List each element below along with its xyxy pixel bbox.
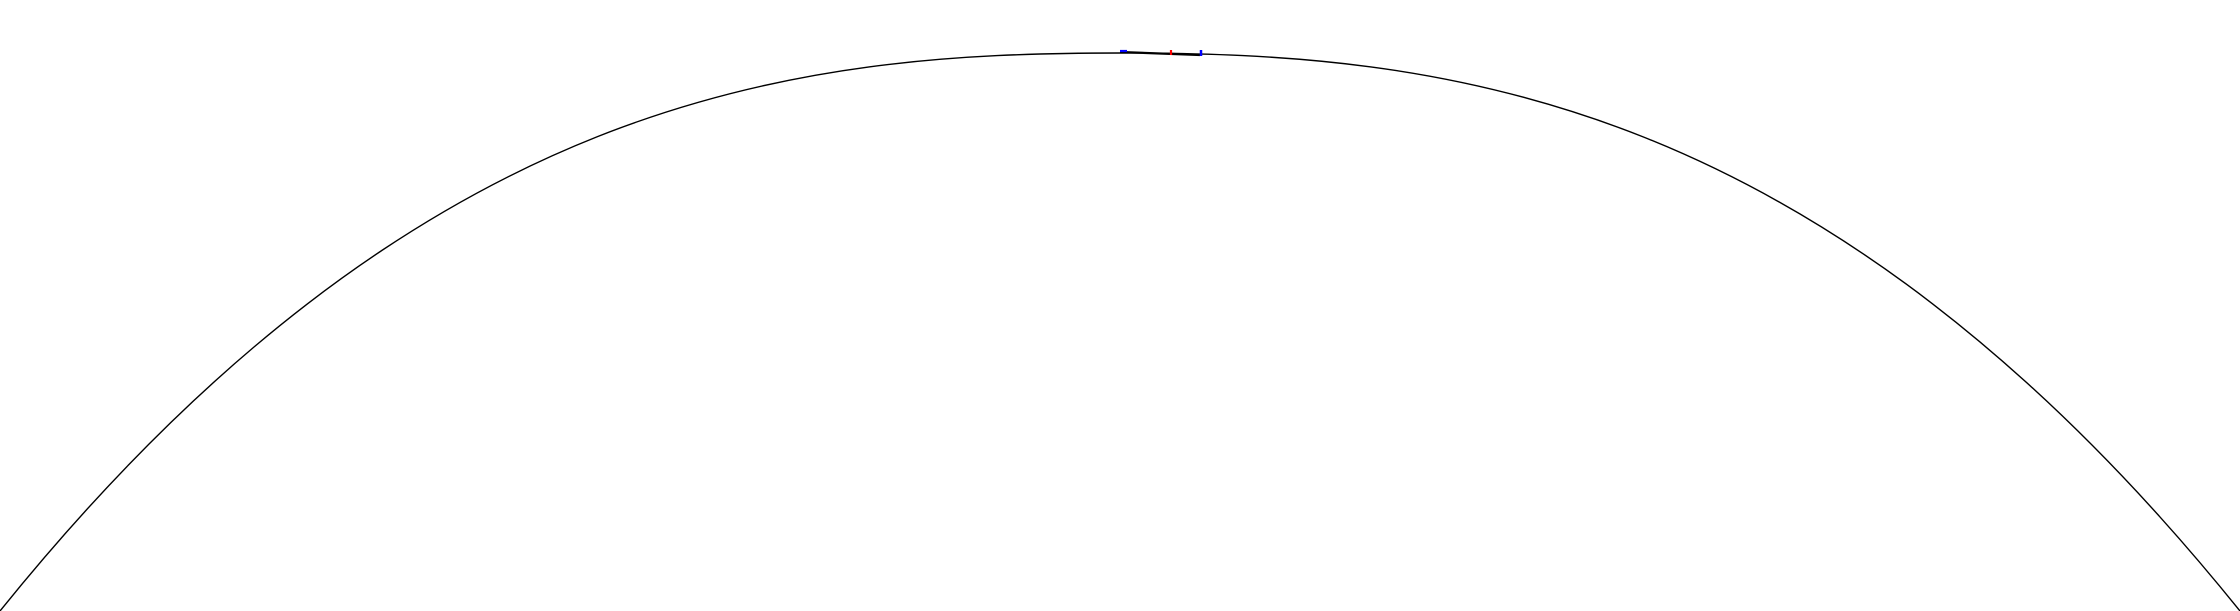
top-segment [1119, 50, 1201, 57]
